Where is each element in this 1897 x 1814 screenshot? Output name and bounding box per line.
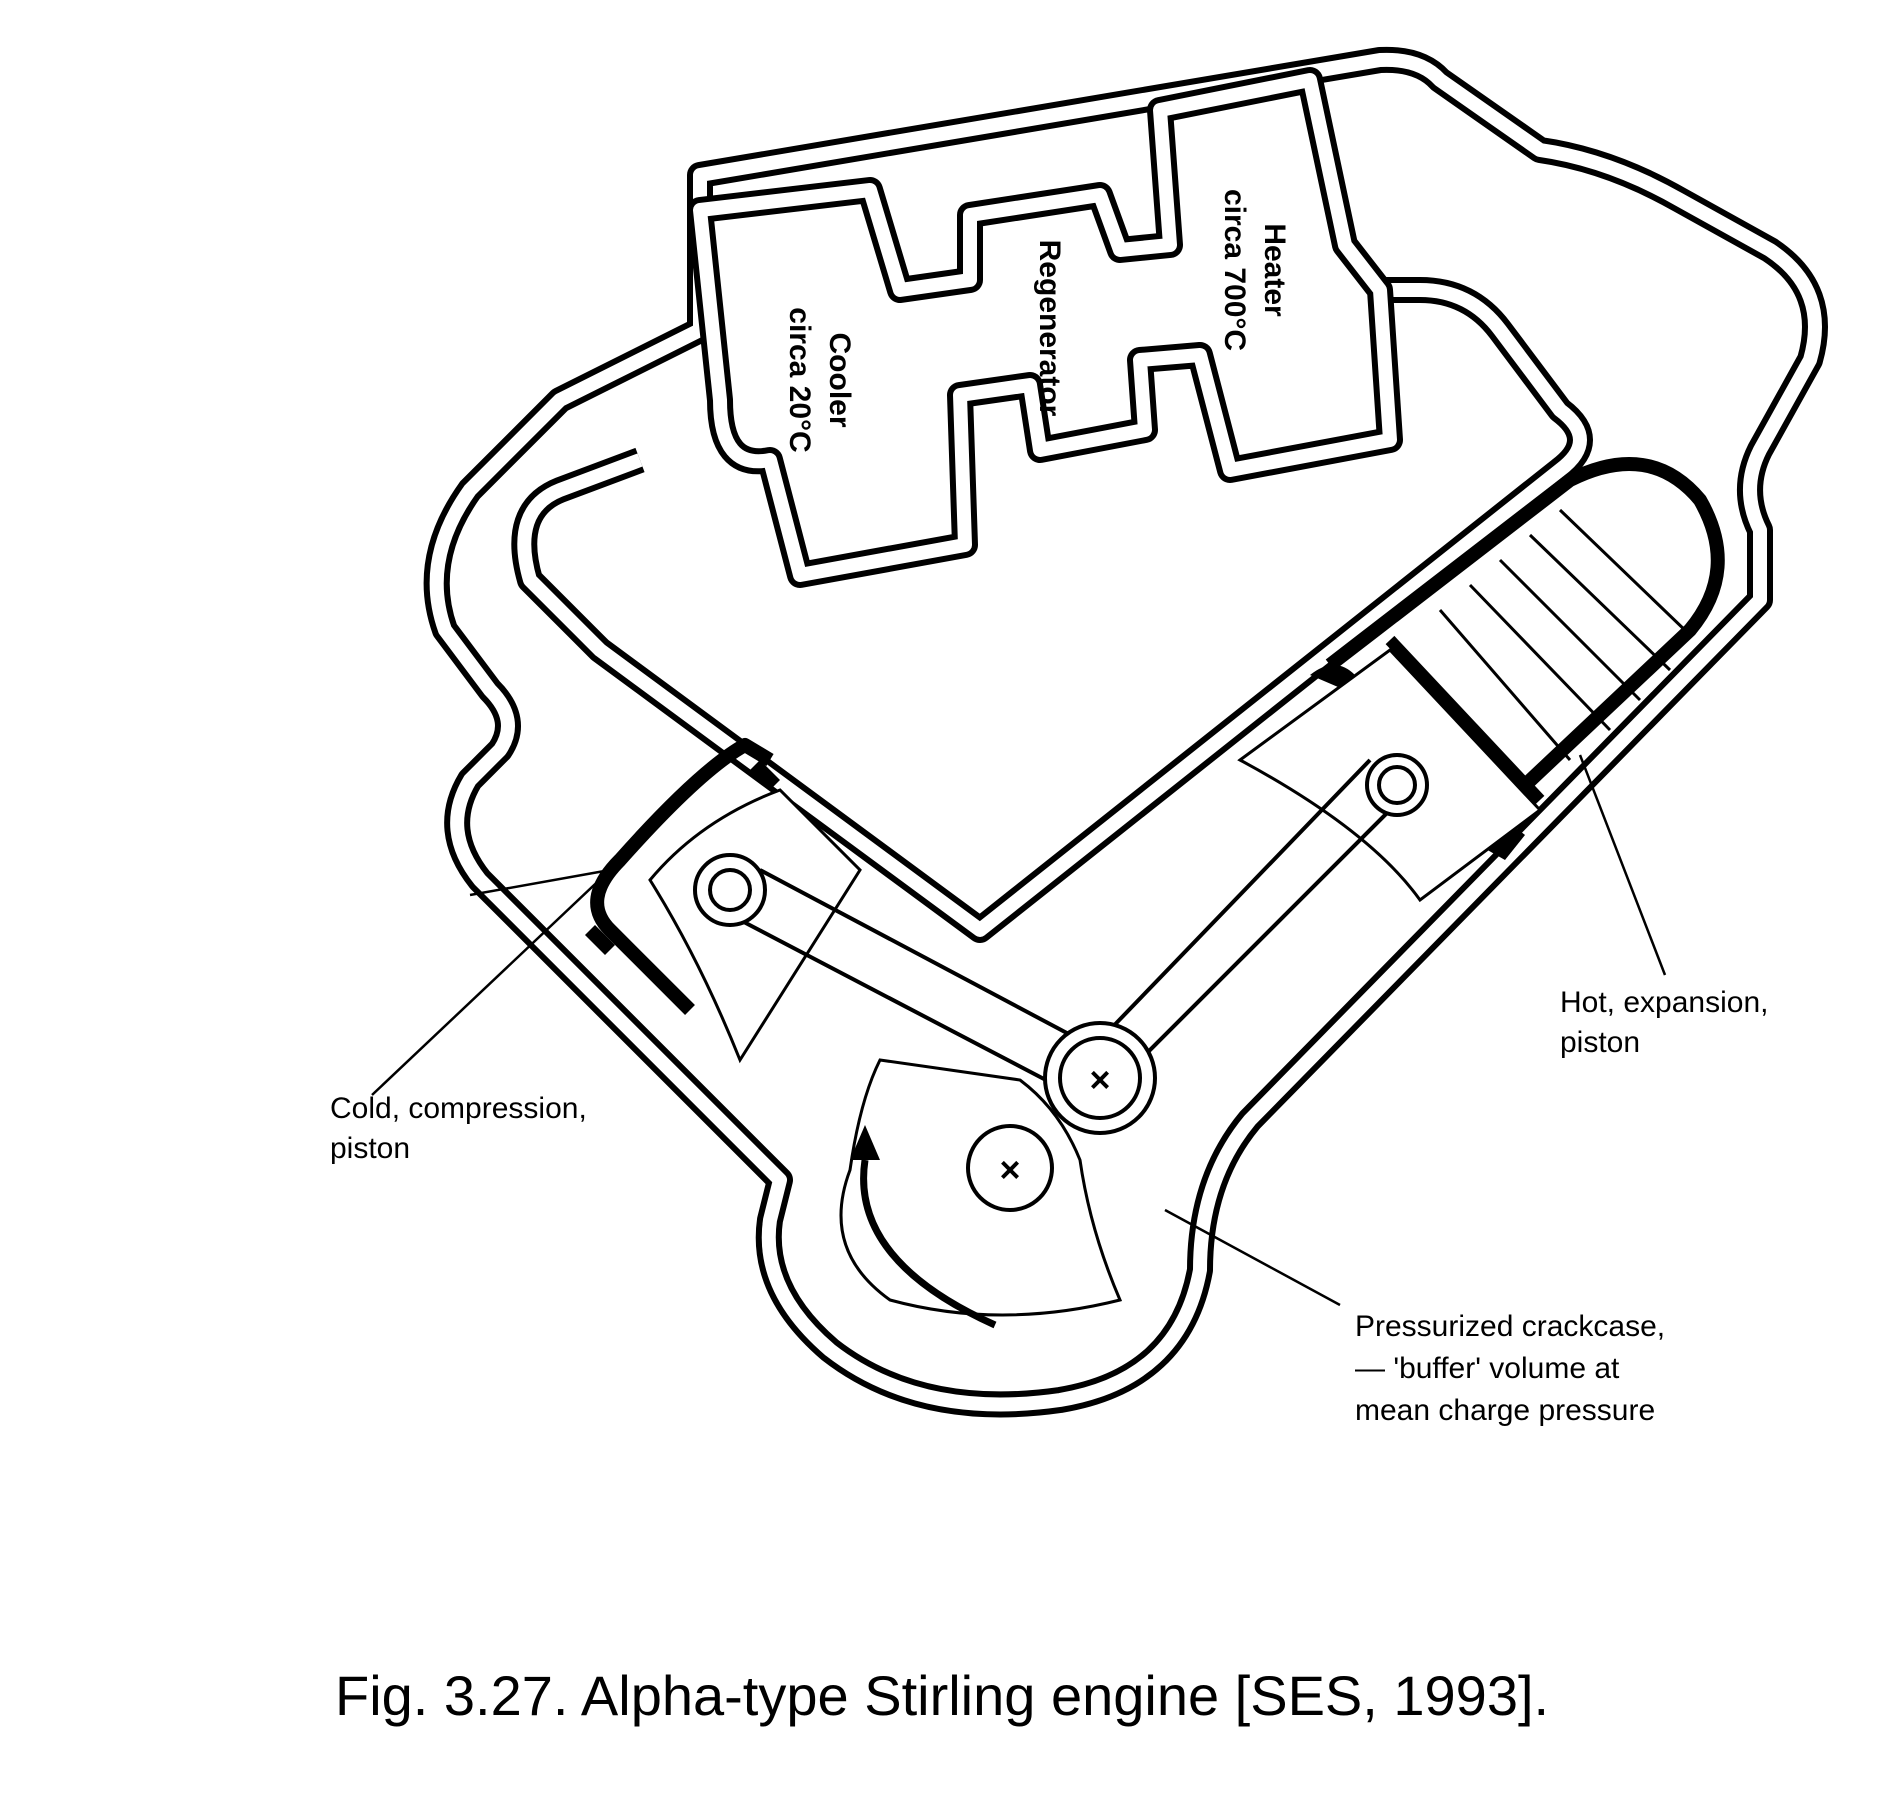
crank-pin-ring [1058, 1036, 1142, 1120]
cold-piston-seal-upper [750, 760, 780, 790]
crankcase-leader [1164, 1208, 1341, 1307]
casing-outer-wall-fill [429, 52, 1822, 1412]
engine-casing [423, 46, 1828, 1418]
crankcase-label-line1: Pressurized crackcase, [1355, 1310, 1665, 1343]
heater-label-line2: circa 700°C [1218, 189, 1251, 351]
hot-piston-label-line1: Hot, expansion, [1560, 986, 1768, 1019]
hot-piston-pin-inner [1377, 765, 1417, 805]
crank-mechanism: × × [693, 753, 1429, 1329]
heater-label: Heater circa 700°C [1218, 189, 1291, 351]
cold-cylinder-wall [590, 738, 774, 1015]
hot-space-hatching [1438, 508, 1692, 761]
cold-piston-body [648, 788, 862, 1064]
channel-inner-wall-fill [517, 283, 1587, 937]
crank-centre [966, 1124, 1054, 1212]
cold-piston-label-line2: piston [330, 1132, 410, 1165]
cold-connecting-rod-lower [739, 918, 1066, 1092]
cold-piston-label-line1: Cold, compression, [330, 1092, 587, 1125]
cooler-label-line1: Cooler [823, 332, 856, 427]
cold-piston-leader-tick [469, 868, 611, 897]
cold-piston-label: Cold, compression, piston [330, 1092, 587, 1165]
crank-pin-symbol: × [1089, 1059, 1110, 1100]
cold-piston-pin-inner [708, 868, 752, 912]
crankcase-label-line3: mean charge pressure [1355, 1394, 1655, 1427]
cooler-label-line2: circa 20°C [783, 307, 816, 452]
figure-caption: Fig. 3.27. Alpha-type Stirling engine [S… [335, 1664, 1549, 1727]
hot-piston-leader [1578, 754, 1667, 976]
cooler-label: Cooler circa 20°C [783, 307, 856, 452]
cold-connecting-rod-upper [759, 868, 1081, 1042]
crankcase-label-line2: — 'buffer' volume at [1355, 1352, 1620, 1385]
regenerator-label: Regenerator [1033, 240, 1066, 417]
leader-lines [371, 754, 1667, 1307]
regenerator-label-line1: Regenerator [1033, 240, 1066, 417]
hot-piston-face [1385, 635, 1545, 805]
hot-connecting-rod-upper [1098, 758, 1372, 1042]
heater-label-line1: Heater [1258, 223, 1291, 317]
hot-piston-label: Hot, expansion, piston [1560, 986, 1768, 1059]
heat-exchanger-block [687, 67, 1403, 588]
rotation-arrow-head [850, 1125, 880, 1160]
crank-centre-symbol: × [999, 1149, 1020, 1190]
cold-piston-seal-lower [585, 925, 615, 955]
hot-piston-label-line2: piston [1560, 1026, 1640, 1059]
cold-cylinder [585, 738, 862, 1064]
flow-channel [511, 277, 1593, 943]
hot-cylinder-wall [1325, 457, 1725, 796]
crankcase-label: Pressurized crackcase, — 'buffer' volume… [1355, 1310, 1665, 1427]
hot-connecting-rod-lower [1133, 788, 1412, 1067]
rotation-arrow-shaft [860, 1159, 997, 1329]
cold-piston-leader [371, 869, 611, 1096]
exchanger-outline-fill [693, 73, 1397, 582]
